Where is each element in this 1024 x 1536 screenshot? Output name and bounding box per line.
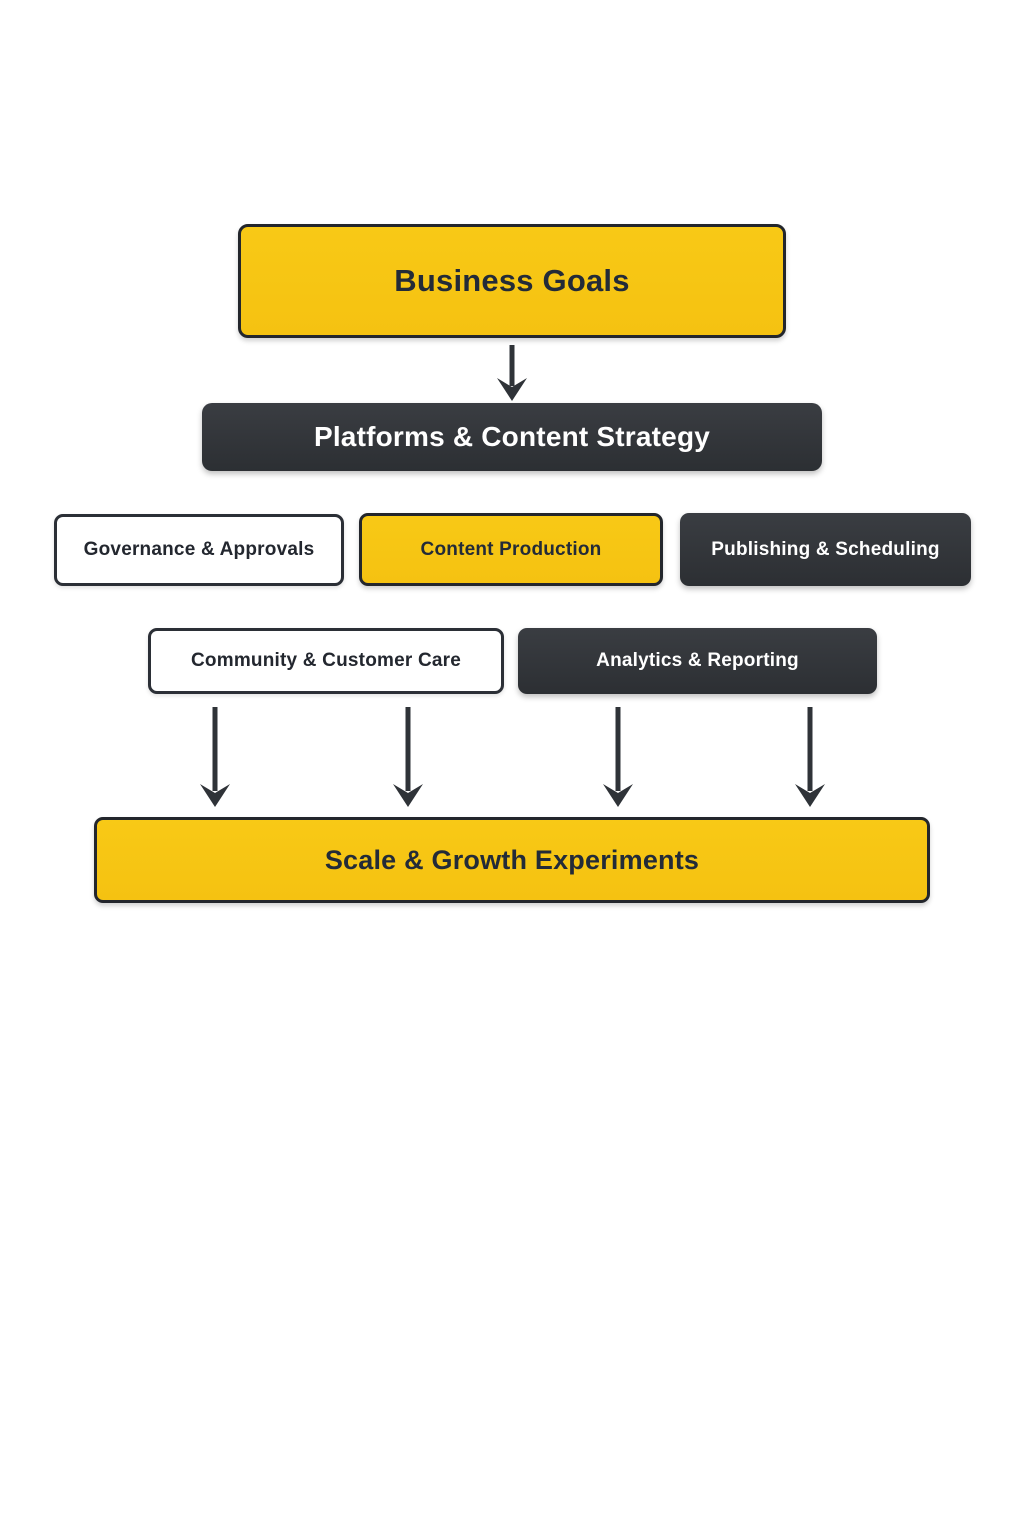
governance-approvals-label: Governance & Approvals <box>83 539 315 560</box>
content-production-label: Content Production <box>420 538 602 560</box>
publishing-scheduling-box: Publishing & Scheduling <box>680 513 971 586</box>
scale-growth-experiments-label: Scale & Growth Experiments <box>324 844 700 875</box>
analytics-reporting-label: Analytics & Reporting <box>596 650 799 671</box>
community-customer-care-label: Community & Customer Care <box>191 650 461 671</box>
platforms-strategy-box: Platforms & Content Strategy <box>202 403 822 471</box>
business-goals-label: Business Goals <box>394 263 630 298</box>
down-arrow-icon <box>490 344 534 402</box>
down-arrow-icon <box>788 706 832 808</box>
down-arrow-icon <box>193 706 237 808</box>
analytics-reporting-box: Analytics & Reporting <box>518 628 877 694</box>
platforms-strategy-label: Platforms & Content Strategy <box>313 421 711 452</box>
business-goals-box: Business Goals <box>238 224 786 338</box>
community-customer-care-box: Community & Customer Care <box>148 628 504 694</box>
content-production-box: Content Production <box>359 513 663 586</box>
publishing-scheduling-label: Publishing & Scheduling <box>711 538 940 560</box>
down-arrow-icon <box>386 706 430 808</box>
governance-approvals-box: Governance & Approvals <box>54 514 344 586</box>
scale-growth-experiments-box: Scale & Growth Experiments <box>94 817 930 903</box>
down-arrow-icon <box>596 706 640 808</box>
